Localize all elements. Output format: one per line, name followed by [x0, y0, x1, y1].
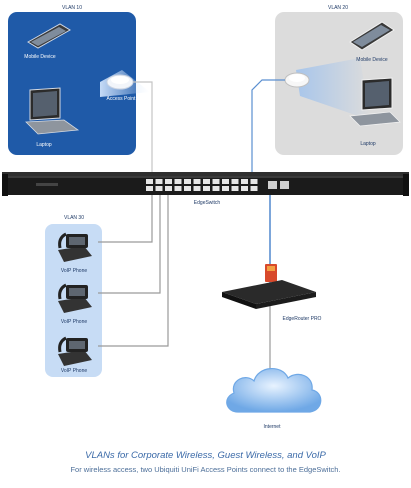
switch-port — [165, 179, 172, 184]
corp-tablet-label: Mobile Device — [24, 54, 56, 60]
vlan-guest-zone: VLAN 20 Mobile Device Laptop — [275, 5, 403, 155]
switch-port — [174, 179, 182, 184]
phone-icon — [58, 232, 92, 262]
switch-port — [174, 186, 182, 191]
switch-port — [212, 179, 220, 184]
switch-port — [203, 186, 210, 191]
diagram-subtitle: For wireless access, two Ubiquiti UniFi … — [70, 465, 341, 474]
switch-port — [165, 186, 172, 191]
switch-ports — [146, 179, 289, 191]
phone-2-label: VoIP Phone — [61, 319, 88, 325]
switch-port — [250, 179, 258, 184]
corp-ap-label: Access Point — [107, 96, 137, 102]
vlan-corporate-label: VLAN 10 — [62, 5, 82, 11]
switch-port — [222, 179, 229, 184]
switch-port — [222, 186, 229, 191]
switch-port — [146, 186, 153, 191]
cable-corp-ap — [133, 81, 153, 178]
switch-port — [212, 186, 220, 191]
router-icon — [222, 264, 316, 309]
switch-port — [203, 179, 210, 184]
guest-tablet-label: Mobile Device — [356, 57, 388, 63]
switch-port — [193, 186, 201, 191]
diagram-title: VLANs for Corporate Wireless, Guest Wire… — [85, 450, 326, 461]
laptop-icon — [349, 77, 401, 127]
vlan-voip-label: VLAN 30 — [64, 215, 84, 221]
switch-port — [146, 179, 153, 184]
laptop-icon — [25, 87, 80, 135]
phone-3-label: VoIP Phone — [61, 368, 88, 374]
vlan-voip-zone: VLAN 30 VoIP Phone VoIP Phone VoIP Phone — [45, 215, 102, 377]
access-point-icon — [106, 74, 134, 90]
access-point-icon — [284, 72, 310, 88]
phone-icon — [58, 283, 92, 313]
switch-icon — [2, 172, 409, 196]
tablet-icon — [349, 21, 395, 51]
sfp-port — [280, 181, 289, 189]
switch-port — [155, 179, 163, 184]
switch-port — [231, 186, 239, 191]
sfp-port — [268, 181, 277, 189]
router-label: EdgeRouter PRO — [283, 316, 322, 322]
switch-port — [184, 179, 191, 184]
tablet-icon — [27, 23, 71, 49]
switch-port — [250, 186, 258, 191]
internet-label: Internet — [264, 424, 282, 430]
cable-phone-1 — [98, 193, 153, 243]
switch-port — [193, 179, 201, 184]
cable-guest-ap — [251, 79, 285, 178]
wifi-beam — [296, 58, 370, 120]
switch-port — [231, 179, 239, 184]
switch-port — [155, 186, 163, 191]
switch-label: EdgeSwitch — [194, 200, 221, 206]
corp-laptop-label: Laptop — [36, 142, 52, 148]
guest-laptop-label: Laptop — [360, 141, 376, 147]
vlan-corporate-zone: VLAN 10 Mobile Device Access Point Lapto… — [8, 5, 150, 155]
switch-port — [241, 186, 248, 191]
cable-phone-2 — [98, 193, 161, 294]
phone-1-label: VoIP Phone — [61, 268, 88, 274]
cloud-icon — [226, 368, 322, 413]
phone-icon — [58, 336, 92, 366]
cable-phone-3 — [98, 193, 169, 347]
switch-port — [241, 179, 248, 184]
switch-port — [184, 186, 191, 191]
vlan-guest-label: VLAN 20 — [328, 5, 348, 11]
